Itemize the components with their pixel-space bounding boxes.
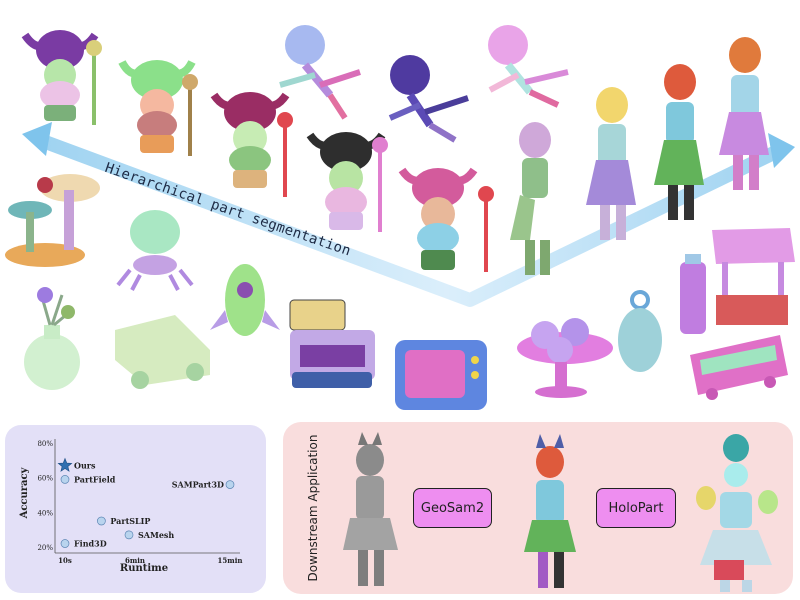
cat-girl-figure-4: [719, 37, 769, 190]
skeleton-figure-2: [388, 55, 469, 143]
viking-figure-1: [21, 30, 102, 125]
x-tick-label: 15min: [218, 556, 243, 565]
point-marker-star: [57, 457, 73, 472]
downstream-application-label: Downstream Application: [303, 435, 323, 582]
point-label: SAMesh: [138, 530, 174, 540]
fruit-bowl-object: [517, 318, 613, 398]
bus-object: [690, 335, 788, 400]
skeleton-figure-1: [279, 25, 361, 120]
crab-shell-object: [116, 210, 194, 291]
point-label: PartSLIP: [110, 516, 150, 526]
point-label: SAMPart3D: [172, 480, 224, 490]
x-tick-label: 10s: [58, 556, 72, 565]
point-marker: [60, 539, 70, 548]
rocket-object: [210, 264, 280, 336]
jeep-object: [115, 315, 210, 389]
y-tick-label: 20%: [37, 544, 53, 552]
segmented-figure: [524, 434, 576, 588]
application-figures: [343, 432, 778, 592]
downstream-application-text: Downstream Application: [306, 434, 320, 582]
viking-figure-4: [306, 132, 388, 232]
point-marker: [97, 516, 106, 526]
geosam-method-box: GeoSam2: [413, 488, 492, 528]
mushroom-object: [5, 174, 100, 267]
geosam-label: GeoSam2: [420, 500, 485, 516]
y-tick-label: 60%: [37, 475, 53, 483]
holopart-label: HoloPart: [608, 500, 664, 516]
segmentation-illustration: [5, 25, 795, 410]
cat-girl-figure-1: [510, 122, 551, 275]
cat-girl-figure-3: [654, 64, 704, 220]
tv-object: [395, 340, 487, 410]
gray-statue-figure: [343, 432, 398, 586]
chart-panel: [5, 425, 266, 593]
point-label: Ours: [74, 461, 96, 471]
y-tick-label: 40%: [37, 509, 53, 517]
well-object: [712, 228, 795, 325]
point-marker: [60, 475, 70, 484]
exploded-parts-figure: [696, 434, 778, 592]
y-tick-label: 80%: [37, 440, 53, 448]
point-marker: [225, 480, 235, 489]
x-axis-label: Runtime: [120, 563, 168, 574]
point-label: Find3D: [74, 539, 107, 549]
point-label: PartField: [74, 474, 116, 484]
cat-girl-figure-2: [586, 87, 636, 240]
skeleton-figure-3: [488, 25, 569, 108]
grenade-object: [618, 290, 662, 372]
bottle-object: [680, 254, 706, 334]
viking-figure-2: [118, 60, 198, 156]
viking-figure-5: [398, 167, 494, 272]
point-marker: [124, 530, 134, 540]
accuracy-runtime-chart: Accuracy Runtime 20% 40% 60% 80% 10s 6min 15mi…: [19, 439, 243, 574]
grill-object: [289, 299, 375, 388]
y-axis-label: Accuracy: [19, 466, 30, 519]
viking-figure-3: [210, 92, 293, 197]
vase-object: [24, 287, 80, 390]
holopart-method-box: HoloPart: [596, 488, 676, 528]
x-tick-label: 6min: [125, 556, 145, 565]
